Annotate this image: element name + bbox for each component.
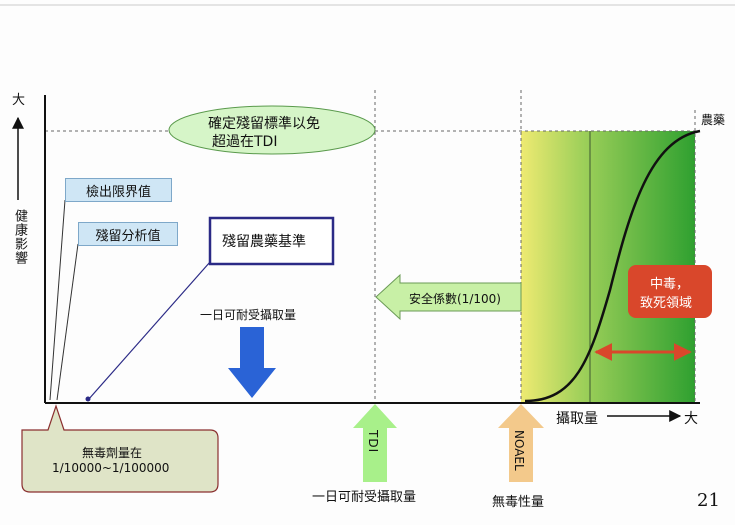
residue-analysis-box: 殘留分析值 [78, 222, 178, 246]
pointer-analysis [56, 243, 79, 401]
x-axis-label: 攝取量 [556, 411, 598, 427]
residue-standard-text: 殘留農藥基準 [222, 234, 306, 250]
noael-up-arrow [498, 404, 544, 482]
tdi-caption: 一日可耐受攝取量 [312, 490, 417, 505]
no-toxic-text-2: 1/10000~1/100000 [52, 461, 170, 475]
y-axis-label: 健康影響 [12, 209, 27, 265]
x-right-label: 大 [684, 411, 698, 427]
detection-limit-box: 檢出限界值 [65, 178, 172, 202]
noael-caption: 無毒性量 [492, 495, 545, 510]
safety-factor-text: 安全係數(1/100) [409, 292, 501, 306]
no-toxic-text-1: 無毒劑量在 [82, 446, 143, 460]
noael-label: NOAEL [512, 430, 526, 471]
standard-point [85, 396, 91, 402]
tdi-label: TDI [366, 430, 380, 454]
pointer-standard [87, 261, 211, 401]
dose-response-curve [524, 129, 701, 403]
adi-down-arrow [228, 327, 276, 398]
tdi-ellipse [168, 105, 376, 155]
no-toxic-dose-callout [21, 404, 219, 493]
residue-standard-box [208, 216, 335, 266]
safety-factor-arrow [375, 273, 522, 321]
toxic-text-1: 中毒， [650, 277, 690, 292]
ellipse-text-1: 確定殘留標準以免 [208, 116, 320, 132]
page-number: 21 [697, 490, 720, 511]
toxic-text-2: 致死領域 [640, 296, 693, 311]
adi-label-top: 一日可耐受攝取量 [200, 308, 297, 322]
toxic-zone-box [628, 265, 712, 318]
pointer-detection [49, 199, 66, 401]
tdi-up-arrow [353, 404, 397, 482]
ellipse-text-2: 超過在TDI [212, 134, 278, 150]
y-top-label: 大 [12, 93, 26, 108]
curve-label: 農藥 [701, 113, 726, 127]
